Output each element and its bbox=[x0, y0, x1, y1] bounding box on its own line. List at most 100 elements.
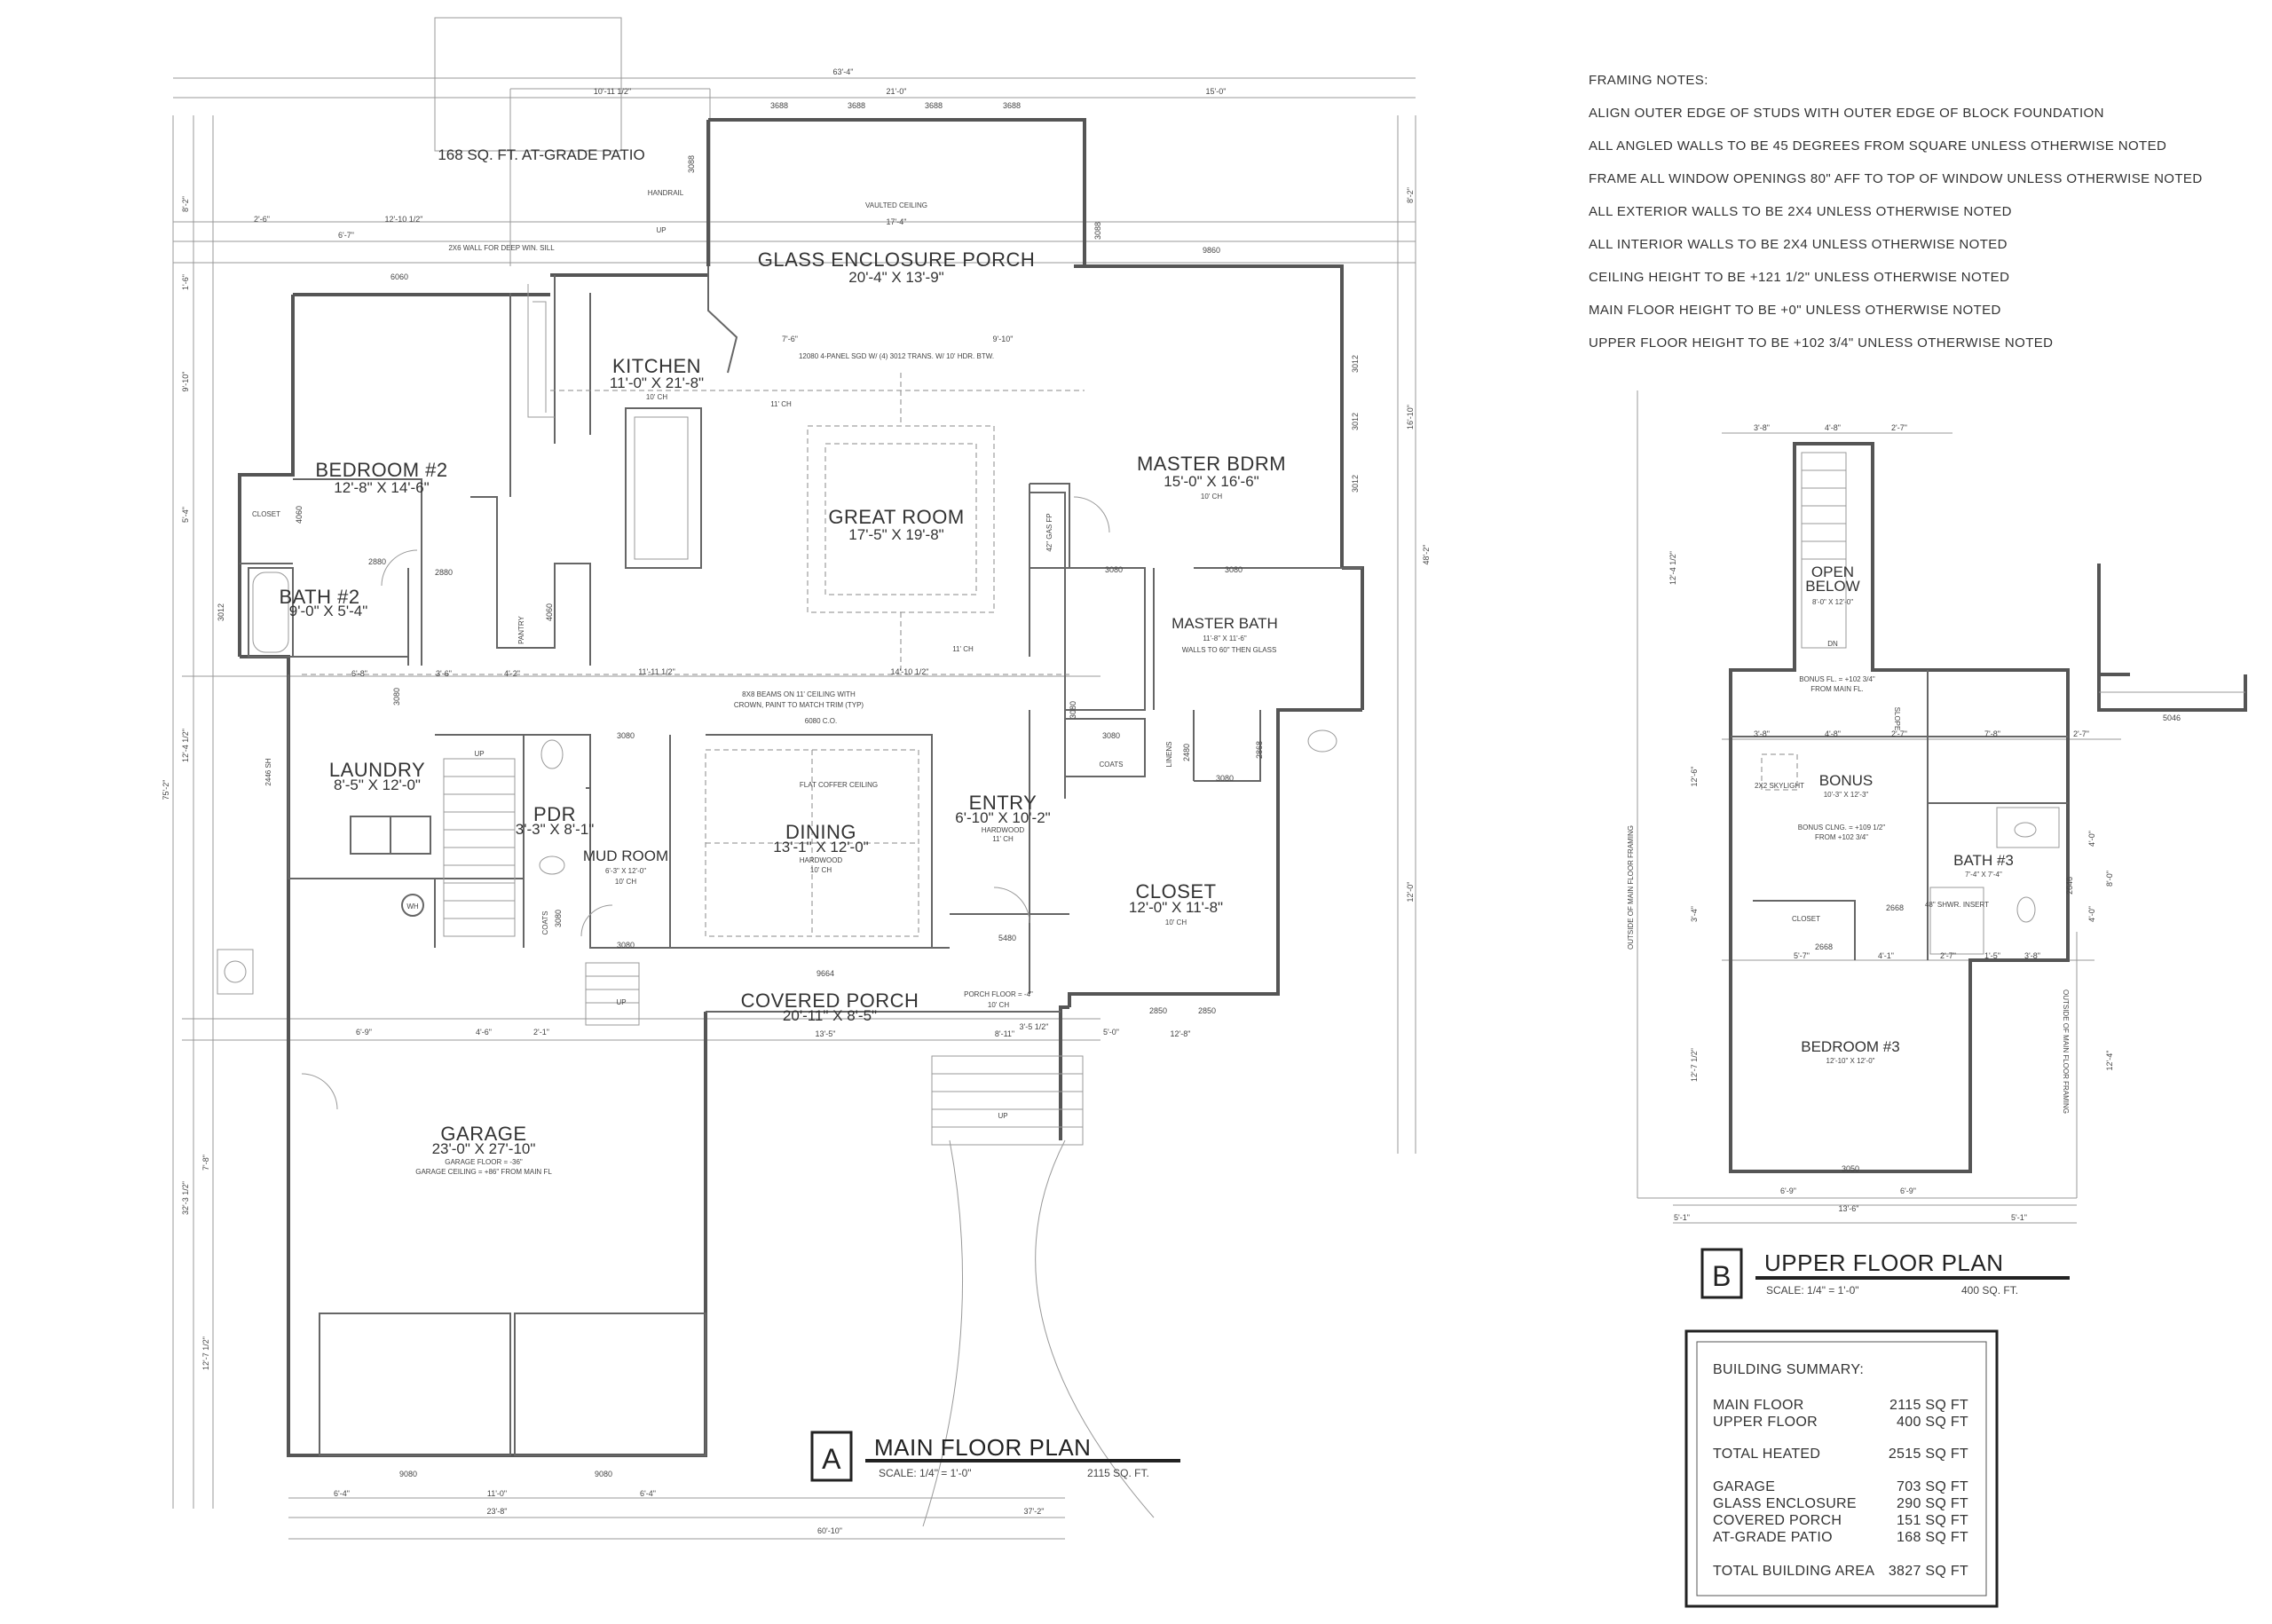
garage-label: GARAGE bbox=[440, 1123, 526, 1145]
dim-37-2: 37'-2" bbox=[1024, 1507, 1045, 1516]
up-dim-mid-e: 2'-7" bbox=[2073, 729, 2089, 738]
summary-row-0-value: 2115 SQ FT bbox=[1889, 1398, 1968, 1413]
bath3-size: 7'-4" X 7'-4" bbox=[1965, 871, 2002, 879]
up-dim-low-a: 5'-7" bbox=[1794, 951, 1810, 960]
win-3012-1: 3012 bbox=[1351, 355, 1360, 373]
win-6060: 6060 bbox=[390, 272, 408, 281]
dim-top-b: 21'-0" bbox=[887, 87, 907, 96]
garage-ceiling: GARAGE CEILING = +86" FROM MAIN FL bbox=[415, 1168, 552, 1176]
dim-6-4-a: 6'-4" bbox=[334, 1489, 350, 1498]
walls-glass-note: WALLS TO 60" THEN GLASS bbox=[1182, 646, 1277, 654]
mudroom-size: 6'-3" X 12'-0" bbox=[605, 867, 646, 875]
up-dim-mid-c: 2'-7" bbox=[1891, 729, 1907, 738]
closet-size: 12'-0" X 11'-8" bbox=[1129, 899, 1223, 916]
dim-left-e: 12'-4 1/2" bbox=[181, 729, 190, 762]
handrail-label: HANDRAIL bbox=[648, 189, 684, 197]
coats-label: COATS bbox=[1100, 761, 1124, 769]
upper-floor-walls bbox=[1637, 390, 2247, 1224]
up-dim-low-e: 3'-8" bbox=[2024, 951, 2040, 960]
up-dim-top-a: 3'-8" bbox=[1754, 423, 1770, 432]
up-side-c: 12'-7 1/2" bbox=[1690, 1048, 1699, 1082]
master-ch: 10' CH bbox=[1201, 493, 1222, 501]
greatroom-ch: 11' CH bbox=[952, 645, 974, 653]
up-side-f: 4'-0" bbox=[2087, 831, 2096, 847]
dim-4-2: 4'-2" bbox=[504, 669, 520, 678]
win-3012-4: 3012 bbox=[217, 603, 225, 621]
bonus-fl: BONUS FL. = +102 3/4" bbox=[1799, 675, 1875, 683]
dim-top-c: 15'-0" bbox=[1206, 87, 1227, 96]
summary-row-6-label: AT-GRADE PATIO bbox=[1713, 1530, 1833, 1545]
skylight-label: 2X2 SKYLIGHT bbox=[1755, 782, 1804, 790]
open-label: OPEN bbox=[1811, 564, 1854, 580]
building-summary: BUILDING SUMMARY: MAIN FLOOR 2115 SQ FT … bbox=[1684, 1329, 1999, 1608]
dim-overall-top: 63'-4" bbox=[833, 67, 854, 76]
entry-floor: HARDWOOD bbox=[982, 826, 1025, 834]
garage-floor: GARAGE FLOOR = -36" bbox=[445, 1158, 523, 1166]
framing-note-3: FRAME ALL WINDOW OPENINGS 80" AFF TO TOP… bbox=[1589, 171, 2203, 186]
dim-overall-bottom: 60'-10" bbox=[817, 1526, 842, 1535]
stair-up-1: UP bbox=[474, 750, 484, 758]
pdr-size: 3'-3" X 8'-1" bbox=[516, 821, 595, 838]
bonus-clng-2: FROM +102 3/4" bbox=[1815, 833, 1868, 841]
summary-row-0-label: MAIN FLOOR bbox=[1713, 1398, 1804, 1413]
up-dim-mid-d: 7'-8" bbox=[1984, 729, 2000, 738]
framing-note-8: UPPER FLOOR HEIGHT TO BE +102 3/4" UNLES… bbox=[1589, 335, 2053, 351]
pantry-label: PANTRY bbox=[517, 615, 525, 643]
dining-label: DINING bbox=[785, 821, 856, 843]
dim-23-8: 23'-8" bbox=[487, 1507, 508, 1516]
summary-row-1-value: 400 SQ FT bbox=[1897, 1415, 1968, 1430]
up-dim-low-b: 4'-1" bbox=[1878, 951, 1894, 960]
win-9080-1: 9080 bbox=[399, 1470, 417, 1478]
win-9080-2: 9080 bbox=[595, 1470, 612, 1478]
summary-row-4-value: 290 SQ FT bbox=[1897, 1496, 1968, 1511]
dim-12-8: 12'-8" bbox=[1171, 1029, 1191, 1038]
win-3080-7: 3080 bbox=[392, 688, 401, 706]
closet-small-label: CLOSET bbox=[252, 510, 280, 518]
mudroom-ch: 10' CH bbox=[615, 878, 636, 886]
summary-row-3-label: GARAGE bbox=[1713, 1479, 1775, 1494]
up-side-g: 8'-0" bbox=[2105, 871, 2114, 887]
dim-5-0: 5'-0" bbox=[1103, 1028, 1119, 1037]
linens-label: LINENS bbox=[1165, 742, 1173, 768]
open-label-2: BELOW bbox=[1805, 578, 1859, 595]
summary-row-6-value: 168 SQ FT bbox=[1897, 1530, 1968, 1545]
dim-8-11: 8'-11" bbox=[995, 1029, 1014, 1038]
win-9664: 9664 bbox=[816, 969, 834, 978]
upper-plan-scale: SCALE: 1/4" = 1'-0" bbox=[1766, 1284, 1859, 1297]
framing-note-7: MAIN FLOOR HEIGHT TO BE +0" UNLESS OTHER… bbox=[1589, 303, 2001, 318]
dim-9-10: 9'-10" bbox=[993, 335, 1014, 343]
dim-left-g: 7'-8" bbox=[201, 1155, 210, 1171]
summary-title: BUILDING SUMMARY: bbox=[1713, 1362, 1864, 1377]
dim-6-7: 6'-7" bbox=[338, 231, 354, 240]
sgd-note: 12080 4-PANEL SGD W/ (4) 3012 TRANS. W/ … bbox=[799, 352, 994, 360]
dim-4-6: 4'-6" bbox=[476, 1028, 492, 1037]
win-3088-2: 3088 bbox=[1093, 222, 1102, 240]
wh-label: WH bbox=[406, 903, 419, 911]
greatroom-size: 17'-5" X 19'-8" bbox=[848, 526, 943, 543]
closet-label: CLOSET bbox=[1135, 880, 1216, 903]
dim-12-10: 12'-10 1/2" bbox=[385, 215, 423, 224]
stair-up-4: UP bbox=[656, 226, 666, 234]
bedroom3-label: BEDROOM #3 bbox=[1801, 1038, 1899, 1055]
win-5480: 5480 bbox=[998, 934, 1016, 942]
framing-note-4: ALL EXTERIOR WALLS TO BE 2X4 UNLESS OTHE… bbox=[1589, 204, 2012, 219]
framing-note-6: CEILING HEIGHT TO BE +121 1/2" UNLESS OT… bbox=[1589, 270, 2009, 285]
up-dim-mid-b: 4'-8" bbox=[1825, 729, 1841, 738]
dim-left-a: 9'-10" bbox=[181, 372, 190, 392]
upper-closet-label: CLOSET bbox=[1792, 915, 1820, 923]
up-dim-top-b: 4'-8" bbox=[1825, 423, 1841, 432]
coats-label-2: COATS bbox=[541, 911, 549, 935]
upper-dimension-labels: 3'-8" 4'-8" 2'-7" 3'-8" 4'-8" 2'-7" 7'-8… bbox=[1668, 423, 2181, 1222]
dim-right-b: 16'-10" bbox=[1406, 405, 1415, 430]
porch-label: GLASS ENCLOSURE PORCH bbox=[758, 248, 1035, 271]
summary-row-1-label: UPPER FLOOR bbox=[1713, 1415, 1818, 1430]
dining-floor: HARDWOOD bbox=[800, 856, 843, 864]
outside-right-note: OUTSIDE OF MAIN FLOOR FRAMING bbox=[2062, 989, 2070, 1114]
masterbath-size: 11'-8" X 11'-6" bbox=[1203, 635, 1247, 643]
dim-14-10: 14'-10 1/2" bbox=[891, 667, 929, 676]
main-floor-walls bbox=[217, 118, 2036, 1457]
win-4060-2: 4060 bbox=[545, 603, 554, 621]
framing-note-2: ALL ANGLED WALLS TO BE 45 DEGREES FROM S… bbox=[1589, 138, 2166, 154]
bonus-size: 10'-3" X 12'-3" bbox=[1824, 791, 1869, 799]
dim-2-6: 2'-6" bbox=[254, 215, 270, 224]
